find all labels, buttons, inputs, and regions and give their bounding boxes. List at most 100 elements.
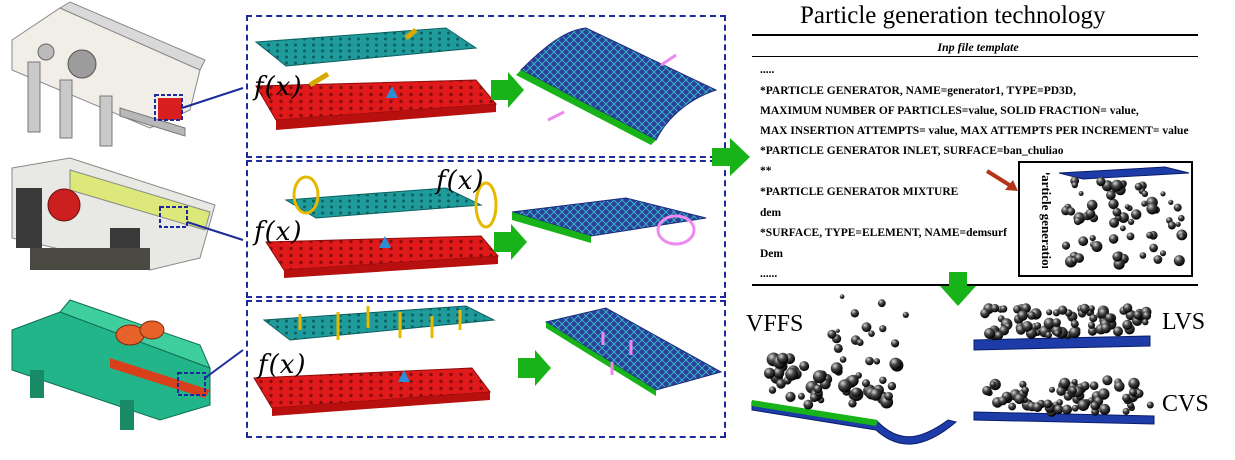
particle — [1142, 318, 1149, 326]
label-vffs: VFFS — [746, 311, 804, 337]
particle — [1178, 234, 1185, 240]
particle — [850, 309, 859, 318]
code-line: Dem — [760, 248, 783, 260]
particle — [1089, 235, 1096, 242]
particle — [1141, 190, 1149, 197]
particle — [1017, 310, 1028, 321]
particle — [1149, 243, 1158, 253]
panel-graphics — [253, 27, 723, 416]
rotation-arrow-right — [474, 181, 498, 229]
pink-vertical-arrows — [601, 332, 633, 375]
particle — [1078, 236, 1089, 247]
particle-generation-box — [1018, 161, 1193, 277]
particle — [851, 387, 862, 398]
particle — [1114, 381, 1125, 392]
up-arrow-2 — [379, 236, 391, 248]
particle — [1077, 399, 1090, 411]
code-line: *PARTICLE GENERATOR INLET, SURFACE=ban_c… — [760, 145, 1064, 157]
particle — [1087, 321, 1096, 329]
particle — [1131, 209, 1142, 220]
result-cvs — [973, 375, 1155, 425]
force-arrow-side — [308, 71, 330, 88]
particle — [1146, 202, 1158, 215]
particle — [1056, 386, 1066, 396]
particle — [868, 330, 875, 337]
particle — [1032, 402, 1043, 413]
particle — [873, 358, 881, 365]
particle — [1054, 330, 1061, 337]
particle — [1053, 404, 1064, 415]
red-arrow — [985, 169, 1018, 191]
code-line: *SURFACE, TYPE=ELEMENT, NAME=demsurf — [760, 227, 1007, 239]
particle — [1134, 389, 1144, 398]
particle — [889, 357, 902, 370]
particle — [1139, 252, 1147, 259]
particle — [1087, 326, 1098, 336]
particle — [1091, 241, 1103, 252]
particle — [1160, 250, 1166, 257]
particle — [1052, 318, 1061, 327]
particle — [1129, 388, 1137, 397]
particle — [1073, 217, 1082, 226]
code-line: ..... — [760, 64, 775, 76]
particle — [879, 376, 887, 384]
particle — [1027, 311, 1036, 320]
panel3-deformed-screen — [544, 307, 723, 396]
panel2-deformed-screen — [511, 197, 707, 246]
particle — [887, 381, 897, 391]
code-line: ** — [760, 165, 772, 177]
particle — [869, 388, 882, 401]
particle — [999, 305, 1008, 313]
particle — [839, 294, 845, 299]
pink-arrow-1a — [660, 53, 677, 67]
particle — [1175, 221, 1181, 227]
particle — [984, 328, 996, 339]
green-arrow-2 — [494, 224, 527, 260]
particle — [1128, 218, 1135, 225]
particle — [803, 399, 814, 410]
particle — [1096, 177, 1106, 187]
particle — [835, 328, 840, 333]
particle — [833, 343, 843, 353]
particle — [902, 311, 909, 318]
rule-top — [752, 34, 1198, 36]
function-label-3: f(x) — [254, 217, 303, 247]
arrow-to-results — [940, 272, 976, 306]
force-arrow-top — [404, 28, 418, 40]
particle — [1122, 407, 1130, 415]
particle — [1112, 207, 1122, 217]
particle — [1111, 179, 1123, 192]
particle — [998, 396, 1008, 406]
zoom-line-cvs — [204, 349, 244, 379]
particle — [813, 384, 823, 394]
particle — [1062, 404, 1072, 415]
machine-cvs-image — [11, 299, 211, 430]
particle — [1167, 221, 1176, 230]
particle — [1173, 255, 1185, 267]
particle — [785, 391, 796, 402]
screen-machines — [11, 1, 244, 430]
particle — [1019, 380, 1027, 388]
particle — [768, 386, 777, 394]
particle — [1014, 393, 1025, 405]
label-lvs: LVS — [1162, 309, 1206, 335]
particle — [1085, 208, 1096, 219]
particle-cloud — [1058, 166, 1190, 270]
particle — [1008, 402, 1016, 411]
particle — [1120, 225, 1126, 232]
particle — [1071, 181, 1078, 189]
machine-vffs-image — [11, 1, 206, 147]
particle — [1142, 311, 1152, 320]
vertical-force-arrows — [298, 306, 462, 340]
particle — [777, 352, 789, 365]
particle — [1133, 310, 1143, 320]
label-cvs: CVS — [1162, 391, 1209, 417]
function-label-2: f(x) — [436, 166, 485, 196]
particle — [1034, 322, 1042, 330]
particle — [1079, 303, 1090, 314]
template-title: Inp file template — [937, 40, 1019, 54]
particle — [1049, 386, 1055, 393]
up-arrow-1 — [386, 86, 398, 98]
code-line: *PARTICLE GENERATOR MIXTURE — [760, 186, 959, 198]
particle — [982, 385, 992, 396]
